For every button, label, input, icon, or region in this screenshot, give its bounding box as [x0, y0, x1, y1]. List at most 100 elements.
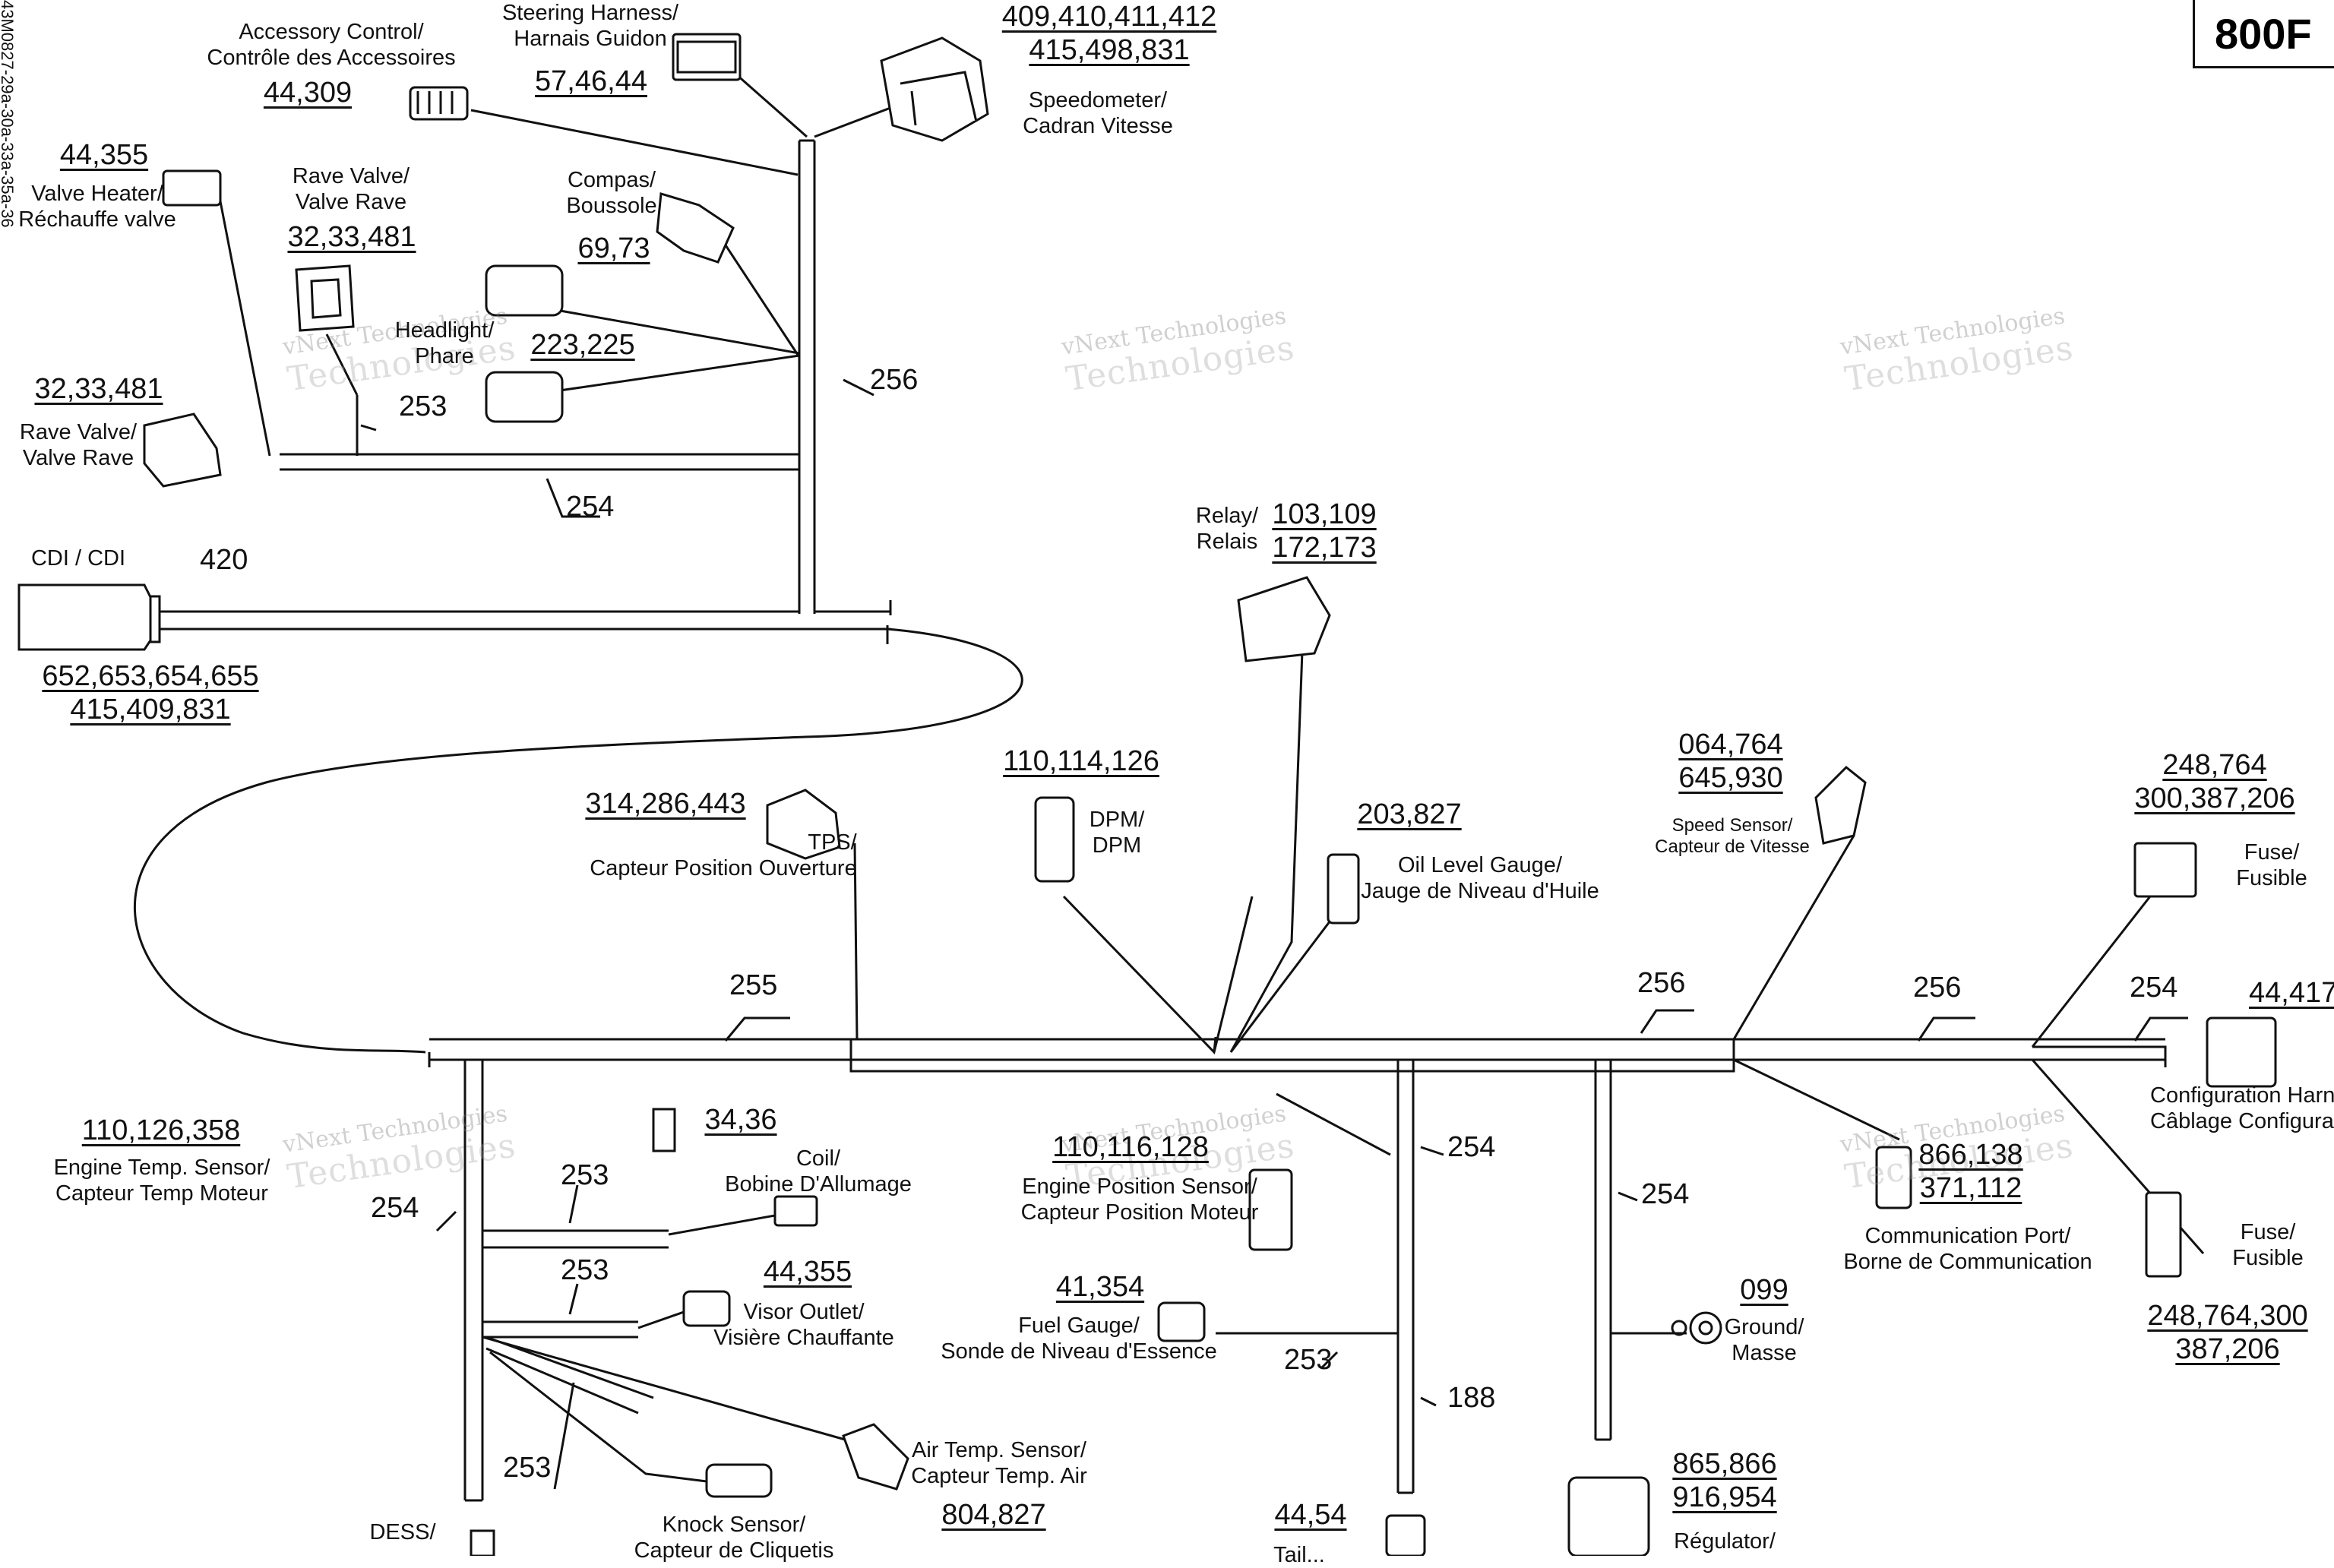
- steering-parts: 57,46,44: [535, 65, 647, 97]
- fuse-1-connector: [2133, 842, 2197, 898]
- rave-valve-2-parts: 32,33,481: [34, 373, 163, 405]
- coil-plug: [773, 1195, 818, 1227]
- wire-253-fuel: 253: [1284, 1344, 1333, 1376]
- dpm-connector: [1034, 796, 1075, 883]
- tps-parts: 314,286,443: [585, 788, 746, 820]
- wire-254-left: 254: [371, 1192, 419, 1224]
- dess-connector: [470, 1529, 495, 1557]
- dess-label: DESS/: [369, 1520, 436, 1544]
- config-label: Configuration Harness/ Câblage Configura…: [2150, 1083, 2334, 1133]
- valve-heater-parts: 44,355: [59, 139, 149, 171]
- visor-connector: [682, 1290, 731, 1327]
- relay-connector: [1237, 576, 1331, 662]
- wire-254-c2: 254: [1641, 1178, 1690, 1210]
- wire-253-a: 253: [561, 1159, 609, 1191]
- engine-position-connector: [1248, 1168, 1293, 1251]
- engine-temp-label: Engine Temp. Sensor/ Capteur Temp Moteur: [53, 1155, 270, 1206]
- headlight-connector-2: [485, 371, 564, 423]
- compass-parts: 69,73: [577, 232, 650, 264]
- fuel-parts: 41,354: [1055, 1271, 1145, 1303]
- visor-parts: 44,355: [763, 1256, 852, 1288]
- main-trunk: [429, 1038, 2165, 1061]
- comm-port-connector: [1875, 1146, 1912, 1209]
- comm-port-label: Communication Port/ Borne de Communicati…: [1843, 1224, 2092, 1274]
- wire-253-b: 253: [561, 1254, 609, 1286]
- valve-heater-label: Valve Heater/ Réchauffe valve: [18, 182, 176, 232]
- steering-label: Steering Harness/ Harnais Guidon: [501, 1, 679, 51]
- air-temp-connector: [842, 1423, 909, 1491]
- coil-connector: [652, 1108, 676, 1152]
- wire-256-mid: 256: [1637, 967, 1686, 999]
- relay-label: Relay/ Relais: [1195, 504, 1259, 554]
- config-connector: [2206, 1016, 2277, 1088]
- wire-254-right: 254: [2130, 972, 2178, 1004]
- harness-loop: [134, 628, 1023, 1054]
- speed-sensor-connector: [1814, 765, 1867, 845]
- compass-label: Compas/ Boussole: [566, 168, 657, 218]
- headlight-label: Headlight/ Phare: [394, 318, 495, 368]
- tps-connector: [766, 789, 841, 860]
- fuse-2-connector: [2145, 1191, 2182, 1278]
- coil-label: Coil/ Bobine D'Allumage: [725, 1146, 912, 1197]
- oil-label: Oil Level Gauge/ Jauge de Niveau d'Huile: [1361, 853, 1599, 903]
- cdi-label: CDI / CDI: [30, 546, 126, 571]
- ground-parts: 099: [1740, 1274, 1788, 1306]
- left-drop: [463, 1060, 484, 1502]
- valve-heater-connector: [162, 169, 222, 207]
- taillight-label: Tail...: [1273, 1543, 1325, 1567]
- dpm-parts: 110,114,126: [1003, 745, 1159, 777]
- fuel-connector: [1157, 1301, 1206, 1342]
- accessory-parts: 44,309: [263, 77, 353, 109]
- engine-position-label: Engine Position Sensor/ Capteur Position…: [1020, 1174, 1259, 1225]
- right-drop: [1594, 1060, 1612, 1441]
- headlight-connector-1: [485, 264, 564, 317]
- wire-254-top: 254: [566, 491, 615, 523]
- coil-parts: 34,36: [704, 1104, 777, 1136]
- fuse-1-label: Fuse/ Fusible: [2236, 840, 2307, 890]
- compass-connector: [656, 192, 735, 264]
- rave-valve-1-label: Rave Valve/ Valve Rave: [292, 164, 410, 214]
- wire-253-c: 253: [503, 1452, 552, 1484]
- config-parts: 44,417: [2249, 977, 2334, 1009]
- top-trunk: [798, 141, 816, 614]
- ground-label: Ground/ Masse: [1724, 1315, 1804, 1365]
- taillight-connector: [1385, 1514, 1426, 1557]
- regulator-connector: [1567, 1476, 1650, 1557]
- wire-256-top: 256: [870, 364, 919, 396]
- accessory-label: Accessory Control/ Contrôle des Accessoi…: [207, 20, 456, 70]
- wire-255: 255: [729, 969, 778, 1001]
- knock-connector: [705, 1463, 773, 1498]
- rave-valve-2-label: Rave Valve/ Valve Rave: [19, 420, 138, 470]
- air-temp-parts: 804,827: [941, 1499, 1046, 1531]
- cdi-tag: 420: [200, 544, 248, 576]
- dpm-label: DPM/ DPM: [1089, 808, 1145, 858]
- rave-valve-1-parts: 32,33,481: [287, 221, 416, 253]
- engine-position-parts: 110,116,128: [1052, 1131, 1209, 1163]
- speed-sensor-label: Speed Sensor/ Capteur de Vitesse: [1655, 815, 1810, 857]
- wire-188: 188: [1447, 1382, 1496, 1414]
- fuel-label: Fuel Gauge/ Sonde de Niveau d'Essence: [941, 1314, 1217, 1364]
- model-label: 800F: [2193, 0, 2334, 68]
- speedometer-label: Speedometer/ Cadran Vitesse: [1023, 88, 1173, 138]
- headlight-parts: 223,225: [530, 329, 635, 361]
- centre-drop: [1284, 1060, 1415, 1494]
- visor-label: Visor Outlet/ Visière Chauffante: [713, 1300, 894, 1350]
- cdi-branch: [156, 600, 892, 644]
- tps-label: TPS/ Capteur Position Ouverture: [590, 830, 857, 880]
- wire-254-c1: 254: [1447, 1131, 1496, 1163]
- drawing-code: 43M0827-29a-30a-33a-35a-36: [0, 0, 17, 228]
- wire-253-top: 253: [399, 390, 448, 422]
- air-temp-label: Air Temp. Sensor/ Capteur Temp. Air: [911, 1438, 1087, 1488]
- oil-connector: [1327, 853, 1360, 925]
- fuse-2-label: Fuse/ Fusible: [2232, 1220, 2304, 1270]
- wire-256-right: 256: [1913, 972, 1962, 1004]
